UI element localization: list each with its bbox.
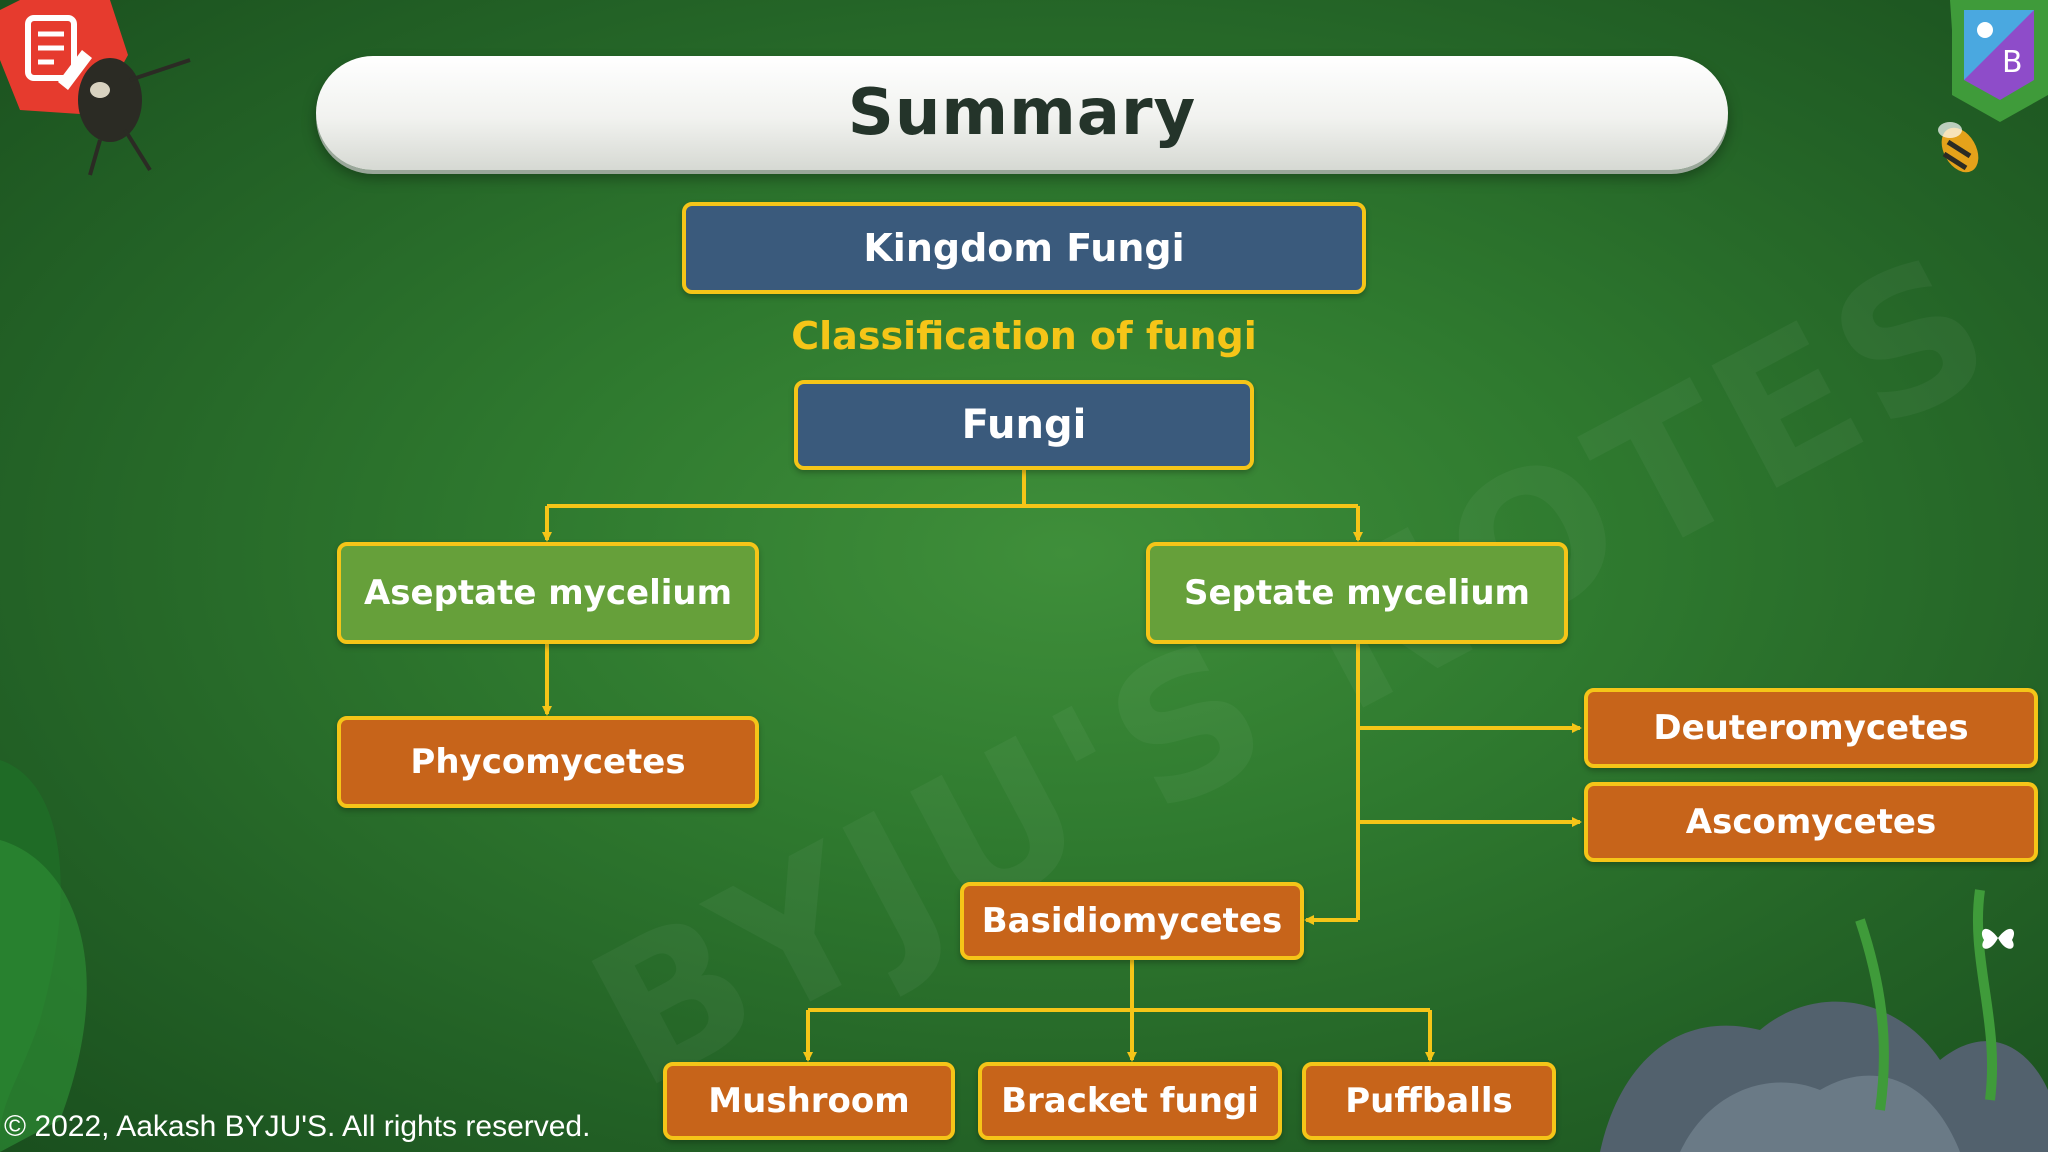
node-aseptate-mycelium: Aseptate mycelium	[337, 542, 759, 644]
node-septate-mycelium: Septate mycelium	[1146, 542, 1568, 644]
summary-header: Summary	[316, 56, 1728, 170]
copyright-text: © 2022, Aakash BYJU'S. All rights reserv…	[4, 1110, 591, 1143]
node-kingdom-fungi: Kingdom Fungi	[682, 202, 1366, 294]
node-mushroom: Mushroom	[663, 1062, 955, 1140]
bee-illustration	[1938, 122, 1979, 173]
node-basidiomycetes: Basidiomycetes	[960, 882, 1304, 960]
leaves-decoration	[0, 760, 87, 1152]
butterfly-illustration	[1981, 928, 2015, 949]
node-phycomycetes: Phycomycetes	[337, 716, 759, 808]
byjus-logo-icon: B	[1950, 0, 2048, 122]
node-puffballs: Puffballs	[1302, 1062, 1556, 1140]
diagram-subtitle: Classification of fungi	[791, 314, 1257, 358]
beetle-illustration	[78, 58, 191, 176]
node-bracket-fungi: Bracket fungi	[978, 1062, 1282, 1140]
svg-text:B: B	[2002, 45, 2023, 80]
node-ascomycetes: Ascomycetes	[1584, 782, 2038, 862]
rocks-decoration	[1600, 889, 2048, 1152]
node-deuteromycetes: Deuteromycetes	[1584, 688, 2038, 768]
node-fungi: Fungi	[794, 380, 1254, 470]
page-title: Summary	[847, 76, 1197, 150]
